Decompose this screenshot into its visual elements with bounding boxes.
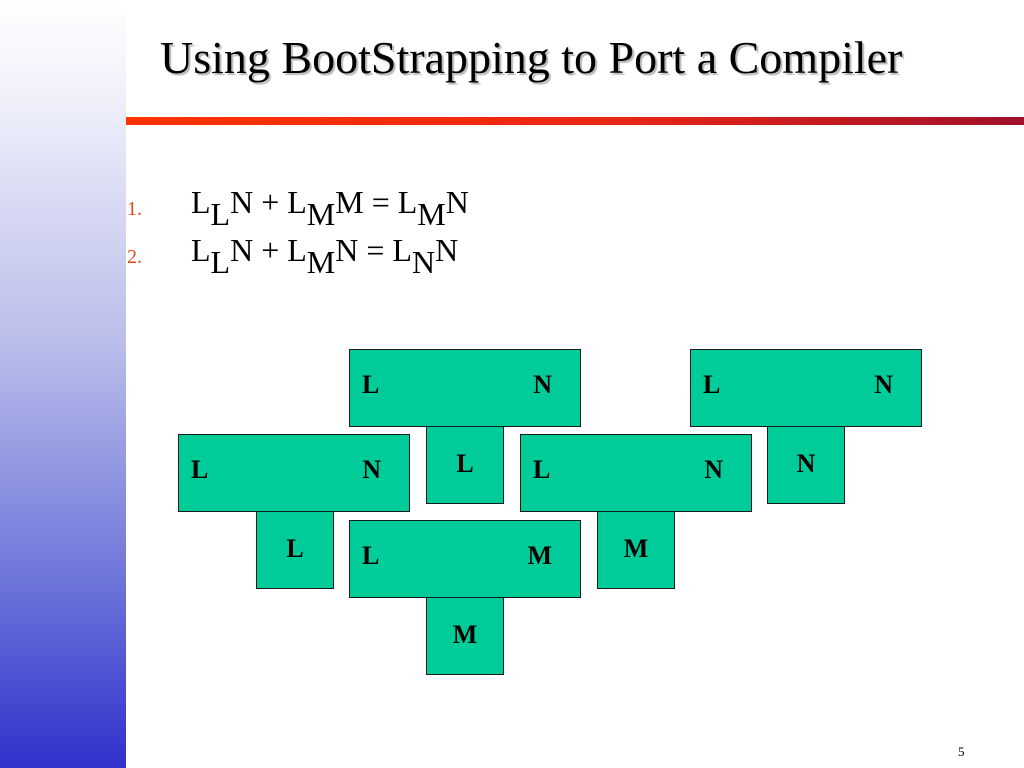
t-diagram-1-stem: L xyxy=(426,426,504,504)
source-language-label: L xyxy=(362,541,380,570)
term-subscript: L xyxy=(210,244,231,280)
term-rest: N xyxy=(445,184,469,220)
implementation-language-label: L xyxy=(456,449,474,478)
equation-text: LLN + LMN = LNN xyxy=(191,232,459,278)
source-language-label: L xyxy=(362,370,380,399)
term-base: L xyxy=(287,184,307,220)
t-diagram-2-stem: L xyxy=(256,511,334,589)
t-diagram-1-top: L N xyxy=(349,349,581,427)
term-rest: N xyxy=(435,232,459,268)
page-number: 5 xyxy=(958,744,965,759)
target-language-label: N xyxy=(704,455,723,484)
source-language-label: L xyxy=(703,370,721,399)
term-rest: M = xyxy=(335,184,398,220)
implementation-language-label: N xyxy=(796,449,816,478)
term-subscript: M xyxy=(417,196,446,232)
term-rest: N + xyxy=(230,232,288,268)
t-diagram-5-stem: M xyxy=(597,511,675,589)
term-subscript: L xyxy=(210,196,231,232)
target-language-label: N xyxy=(874,370,893,399)
term-base: L xyxy=(191,232,211,268)
source-language-label: L xyxy=(533,455,551,484)
t-diagram-4-top: L N xyxy=(690,349,922,427)
target-language-label: M xyxy=(527,541,552,570)
term-base: L xyxy=(287,232,307,268)
target-language-label: N xyxy=(533,370,552,399)
implementation-language-label: L xyxy=(286,534,304,563)
equation-text: LLN + LMM = LMN xyxy=(191,184,469,230)
slide-title: Using BootStrapping to Port a Compiler xyxy=(160,32,903,83)
target-language-label: N xyxy=(362,455,381,484)
term-base: L xyxy=(397,184,418,220)
title-underline-rule xyxy=(126,117,1024,125)
t-diagram-5-top: L N xyxy=(520,434,752,512)
term-rest: N + xyxy=(230,184,288,220)
term-base: L xyxy=(392,232,412,268)
t-diagram-3-stem: M xyxy=(426,597,504,675)
list-number: 2. xyxy=(127,246,142,268)
side-gradient-band xyxy=(0,0,126,768)
term-subscript: M xyxy=(306,244,336,280)
list-number: 1. xyxy=(127,198,142,220)
term-rest: N = xyxy=(335,232,393,268)
implementation-language-label: M xyxy=(623,534,649,563)
term-subscript: M xyxy=(306,196,336,232)
implementation-language-label: M xyxy=(452,620,478,649)
t-diagram-4-stem: N xyxy=(767,426,845,504)
t-diagram-3-top: L M xyxy=(349,520,581,598)
term-subscript: N xyxy=(411,244,436,280)
source-language-label: L xyxy=(191,455,209,484)
t-diagram-2-top: L N xyxy=(178,434,410,512)
term-base: L xyxy=(191,184,211,220)
